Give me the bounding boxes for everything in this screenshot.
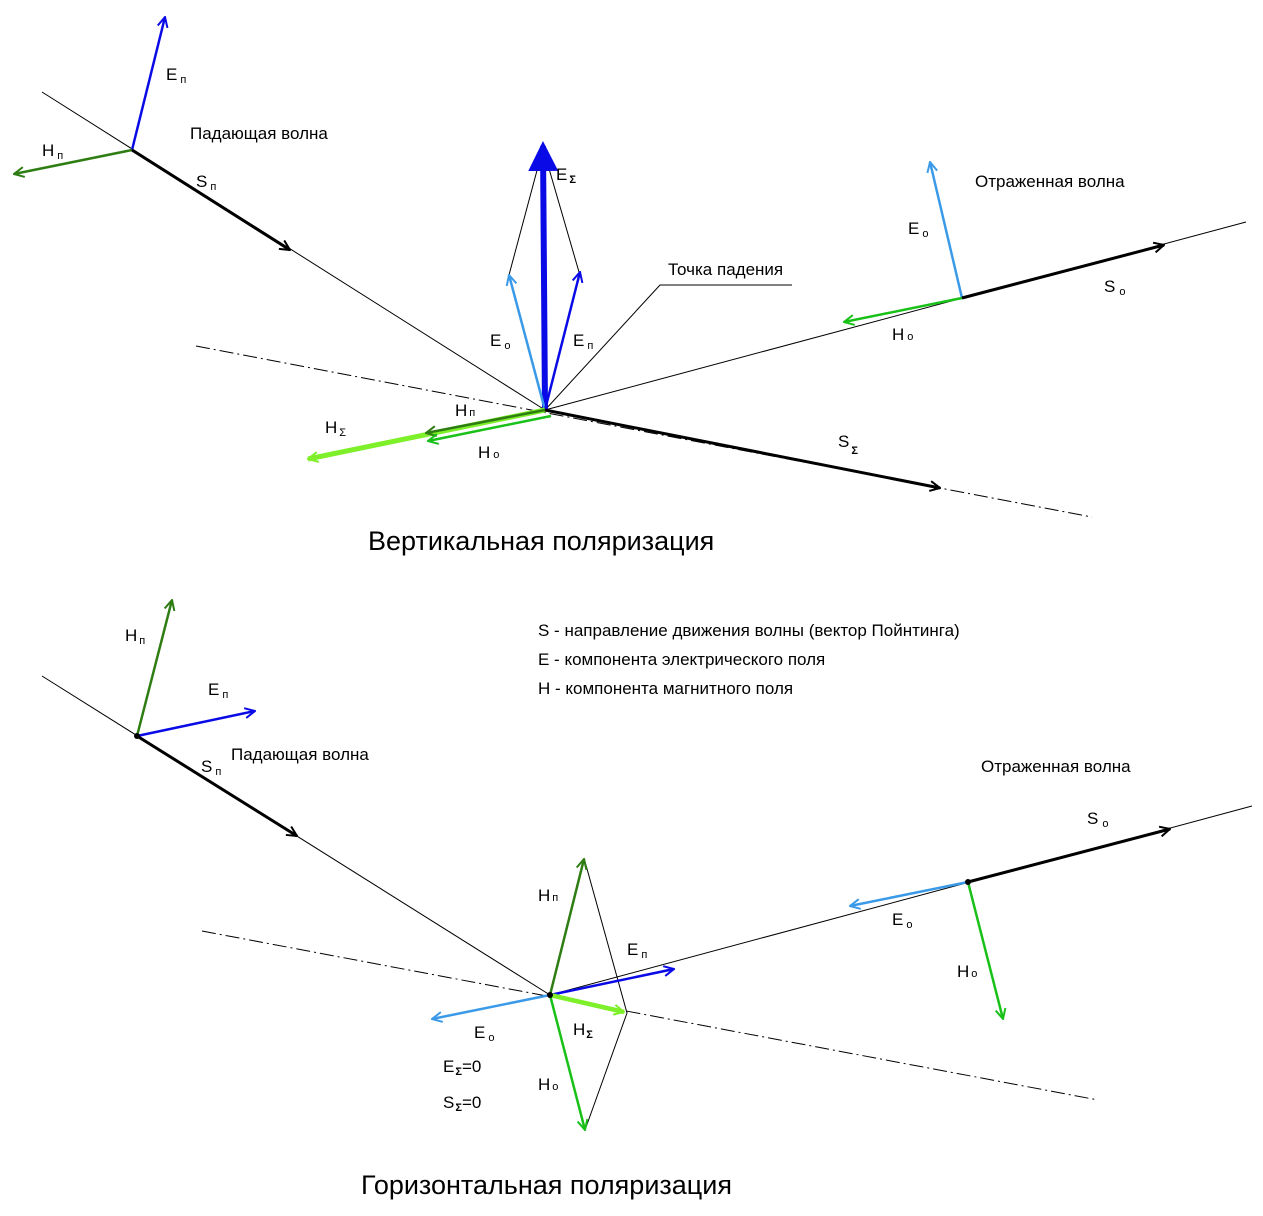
e-reflected-arrow [930,162,964,299]
point-icon [965,879,971,885]
h-sum-arrow [549,992,624,1012]
incident-wave-label: Падающая волна [231,745,369,764]
legend: S - направление движения волны (вектор П… [538,621,960,698]
e-reflected-mid-arrow [509,275,547,411]
point-icon [134,733,140,739]
h-reflected-mid-arrow [428,414,552,441]
h-reflected-arrow [844,296,963,322]
s-sum-zero-label: SΣ=0 [443,1093,481,1114]
h-reflected-arrow [966,881,1003,1019]
e-sum-arrow [528,141,559,411]
e-sum-zero-label: EΣ=0 [443,1057,481,1078]
e-reflected-arrow [850,880,969,906]
legend-item-e: E - компонента электрического поля [538,650,825,669]
vertical-section: Падающая волна Отраженная волна Точка па… [14,17,1247,556]
e-incident-mid-arrow [549,969,674,997]
incident-ray-line [41,91,546,411]
horizontal-title: Горизонтальная поляризация [361,1170,732,1200]
h-incident-mid-arrow [548,859,584,996]
e-reflected-mid-arrow [432,993,551,1019]
point-icon [547,992,553,998]
h-incident-arrow [14,148,133,174]
incidence-point-leader [544,284,792,411]
reflected-wave-label: Отраженная волна [975,172,1125,191]
boundary-line [201,930,1099,1101]
legend-item-h: H - компонента магнитного поля [538,679,793,698]
e-incident-arrow [130,17,165,151]
s-incident-arrow [136,734,297,838]
vertical-title: Вертикальная поляризация [368,526,714,556]
e-incident-mid-arrow [543,272,580,411]
h-incident-mid-arrow [426,408,546,433]
s-reflected-arrow [961,245,1164,300]
s-reflected-arrow [967,829,1170,884]
e-incident-arrow [136,711,255,738]
boundary-line [195,345,1093,518]
incident-wave-label: Падающая волна [190,124,328,143]
h-sum-label: HΣ [573,1020,593,1041]
reflected-wave-label: Отраженная волна [981,757,1131,776]
legend-item-s: S - направление движения волны (вектор П… [538,621,960,640]
h-reflected-mid-arrow [548,994,585,1130]
s-sum-arrow [544,408,940,488]
incidence-point-label: Точка падения [668,260,783,279]
construction-lines [583,857,628,1131]
h-incident-arrow [135,600,172,737]
s-incident-arrow [131,148,290,252]
